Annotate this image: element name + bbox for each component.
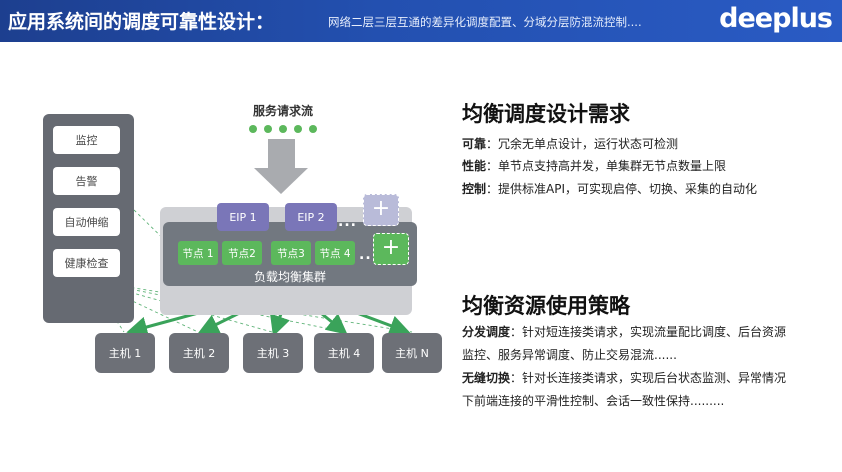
item-key: 无缝切换 bbox=[462, 371, 511, 385]
item-text: ：冗余无单点设计，运行状态可检测 bbox=[486, 137, 679, 151]
item-key: 可靠 bbox=[462, 137, 487, 151]
section2-item-dispatch: 分发调度：针对短连接类请求，实现流量配比调度、后台资源 bbox=[462, 323, 786, 340]
section1-item-control: 控制：提供标准API，可实现启停、切换、采集的自动化 bbox=[462, 180, 757, 197]
node-3: 节点3 bbox=[271, 241, 311, 265]
node-2: 节点2 bbox=[222, 241, 262, 265]
item-key: 分发调度 bbox=[462, 325, 511, 339]
node-4: 节点 4 bbox=[315, 241, 355, 265]
side-item-healthcheck[interactable]: 健康检查 bbox=[53, 249, 120, 277]
section1-item-performance: 性能：单节点支持高并发，单集群无节点数量上限 bbox=[462, 157, 726, 174]
side-panel: 监控 告警 自动伸缩 健康检查 bbox=[43, 114, 134, 323]
section2-title: 均衡资源使用策略 bbox=[462, 294, 630, 318]
item-text: ：针对长连接类请求，实现后台状态监测、异常情况 bbox=[510, 371, 787, 385]
eip-more: ... bbox=[338, 214, 357, 230]
section2-item-switch: 无缝切换：针对长连接类请求，实现后台状态监测、异常情况 bbox=[462, 369, 786, 386]
add-eip-icon[interactable]: + bbox=[363, 194, 399, 226]
header-bar: 应用系统间的调度可靠性设计： 网络二层三层互通的差异化调度配置、分域分层防混流控… bbox=[0, 0, 842, 42]
side-item-autoscale[interactable]: 自动伸缩 bbox=[53, 208, 120, 236]
side-item-monitor[interactable]: 监控 bbox=[53, 126, 120, 154]
section2-item-switch-cont: 下前端连接的平滑性控制、会话一致性保持......... bbox=[462, 394, 725, 408]
item-text: ：单节点支持高并发，单集群无节点数量上限 bbox=[486, 159, 727, 173]
item-text: ：提供标准API，可实现启停、切换、采集的自动化 bbox=[486, 182, 758, 196]
flow-label: 服务请求流 bbox=[252, 104, 313, 118]
big-down-arrow bbox=[254, 139, 308, 194]
section2-item-dispatch-cont: 监控、服务异常调度、防止交易混流...... bbox=[462, 348, 677, 362]
node-1: 节点 1 bbox=[178, 241, 218, 265]
section1-item-reliability: 可靠：冗余无单点设计，运行状态可检测 bbox=[462, 135, 678, 152]
host-1: 主机 1 bbox=[95, 333, 155, 373]
eip-2: EIP 2 bbox=[285, 203, 337, 231]
section1-title: 均衡调度设计需求 bbox=[462, 102, 630, 126]
host-3: 主机 3 bbox=[243, 333, 303, 373]
item-text: ：针对短连接类请求，实现流量配比调度、后台资源 bbox=[510, 325, 787, 339]
host-n: 主机 N bbox=[382, 333, 442, 373]
add-node-icon[interactable]: + bbox=[373, 233, 409, 265]
side-item-alert[interactable]: 告警 bbox=[53, 167, 120, 195]
node-more: ... bbox=[359, 247, 378, 263]
deeplus-logo: deeplus bbox=[719, 3, 833, 34]
item-key: 控制 bbox=[462, 182, 487, 196]
cluster-label: 负载均衡集群 bbox=[253, 270, 326, 284]
host-2: 主机 2 bbox=[169, 333, 229, 373]
page-subtitle: 网络二层三层互通的差异化调度配置、分域分层防混流控制.... bbox=[328, 15, 642, 29]
host-4: 主机 4 bbox=[314, 333, 374, 373]
page-title: 应用系统间的调度可靠性设计： bbox=[8, 11, 275, 33]
eip-1: EIP 1 bbox=[217, 203, 269, 231]
item-key: 性能 bbox=[462, 159, 487, 173]
request-dots bbox=[249, 125, 317, 133]
